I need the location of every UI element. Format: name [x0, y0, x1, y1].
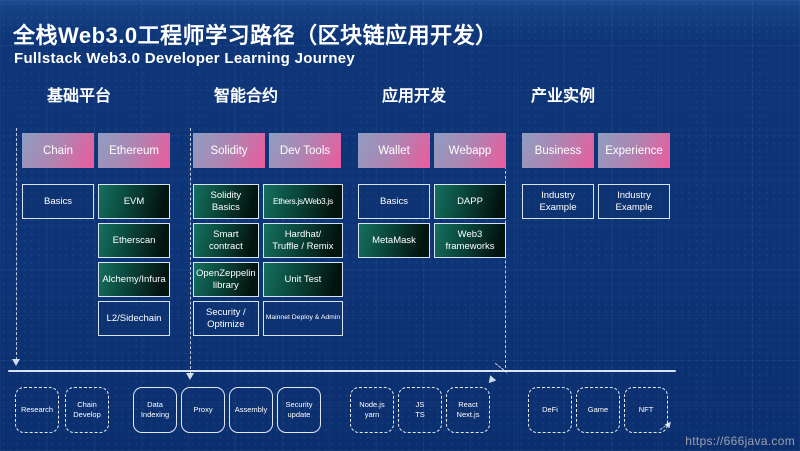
topic-box: Security update	[277, 387, 321, 433]
section-label-smart-contract: 智能合约	[214, 88, 279, 105]
topic-box: JS TS	[398, 387, 442, 433]
roadmap-cell: Mainnet Deploy & Admin	[262, 301, 344, 336]
bottom-group-research: Research Chain Develop	[15, 387, 109, 433]
arrow-down-left-icon	[485, 375, 497, 386]
column-solidity-devtools: Solidity Dev Tools Solidity Basics Ether…	[193, 133, 344, 336]
roadmap-cell: Etherscan	[98, 223, 170, 258]
column-header: Wallet	[358, 133, 430, 168]
divider-line	[8, 370, 676, 372]
site-url: https://666java.com	[685, 434, 795, 448]
roadmap-cell: MetaMask	[358, 223, 430, 258]
section-label-platform: 基础平台	[47, 88, 112, 105]
bottom-group-verticals: DeFi Game NFT	[528, 387, 668, 433]
roadmap-cell: DAPP	[434, 184, 506, 219]
arrow-down-icon	[12, 359, 20, 366]
column-business-experience: Business Experience Industry Example Ind…	[522, 133, 670, 219]
column-header: Chain	[22, 133, 94, 168]
column-chain-ethereum: Chain Ethereum Basics EVM Etherscan Alch…	[22, 133, 170, 336]
column-wallet-webapp: Wallet Webapp Basics DAPP MetaMask Web3 …	[358, 133, 506, 258]
page-subtitle: Fullstack Web3.0 Developer Learning Jour…	[14, 50, 356, 67]
section-label-app-dev: 应用开发	[382, 88, 447, 105]
column-header: Solidity	[193, 133, 265, 168]
roadmap-cell: Smart contract	[193, 223, 259, 258]
topic-box: Research	[15, 387, 59, 433]
column-header: Ethereum	[98, 133, 170, 168]
roadmap-cell: Ethers.js/Web3.js	[262, 184, 344, 219]
empty-cell	[22, 262, 94, 297]
topic-box: Node.js yarn	[350, 387, 394, 433]
roadmap-cell: Security / Optimize	[193, 301, 259, 336]
bottom-group-infra: Data Indexing Proxy Assembly Security up…	[133, 387, 321, 433]
dashed-guide-line	[16, 128, 17, 360]
dashed-guide-line	[190, 128, 191, 374]
roadmap-cell: Basics	[358, 184, 430, 219]
page-title: 全栈Web3.0工程师学习路径（区块链应用开发）	[13, 23, 498, 48]
section-label-industry: 产业实例	[531, 88, 596, 105]
column-header: Dev Tools	[269, 133, 341, 168]
topic-box: Assembly	[229, 387, 273, 433]
roadmap-cell: OpenZeppelin library	[193, 262, 259, 297]
bottom-group-frontend: Node.js yarn JS TS React Next.js	[350, 387, 490, 433]
roadmap-cell: Unit Test	[262, 262, 344, 297]
topic-box: NFT	[624, 387, 668, 433]
roadmap-cell: EVM	[98, 184, 170, 219]
topic-box: Chain Develop	[65, 387, 109, 433]
column-header: Business	[522, 133, 594, 168]
topic-box: Game	[576, 387, 620, 433]
roadmap-cell: Hardhat/ Truffle / Remix	[262, 223, 344, 258]
topic-box: React Next.js	[446, 387, 490, 433]
roadmap-cell: Industry Example	[598, 184, 670, 219]
topic-box: DeFi	[528, 387, 572, 433]
topic-box: Proxy	[181, 387, 225, 433]
roadmap-cell: Solidity Basics	[193, 184, 259, 219]
column-header: Webapp	[434, 133, 506, 168]
roadmap-cell: Web3 frameworks	[434, 223, 506, 258]
roadmap-cell: Basics	[22, 184, 94, 219]
column-header: Experience	[598, 133, 670, 168]
roadmap-cell: L2/Sidechain	[98, 301, 170, 336]
empty-cell	[22, 301, 94, 336]
empty-cell	[22, 223, 94, 258]
arrow-down-icon	[186, 373, 194, 380]
roadmap-cell: Alchemy/Infura	[98, 262, 170, 297]
roadmap-cell: Industry Example	[522, 184, 594, 219]
topic-box: Data Indexing	[133, 387, 177, 433]
